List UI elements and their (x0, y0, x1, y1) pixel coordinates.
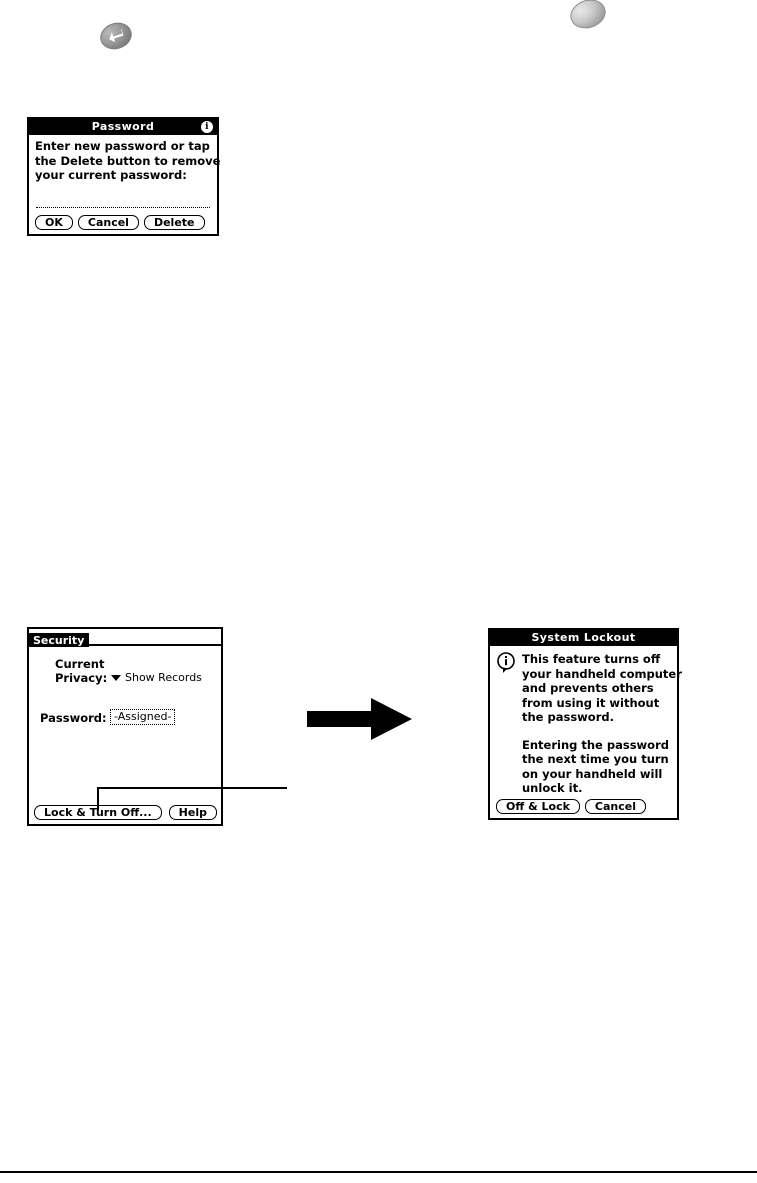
privacy-dropdown[interactable]: Show Records (111, 671, 202, 684)
password-dialog-button-row: OK Cancel Delete (35, 215, 205, 230)
system-lockout-text: This feature turns off your handheld com… (522, 652, 682, 796)
password-dialog-title: Password (91, 120, 155, 133)
right-arrow-icon (307, 698, 412, 740)
cancel-button[interactable]: Cancel (584, 799, 646, 814)
lock-and-turn-off-button[interactable]: Lock & Turn Off... (34, 805, 162, 820)
cancel-button[interactable]: Cancel (77, 215, 139, 230)
password-dialog-body-line-2: the Delete button to remove (35, 153, 221, 168)
password-dialog-titlebar: Password i (29, 119, 217, 135)
security-screen: Security Current Privacy: Show Records P… (27, 627, 223, 826)
footer-divider (0, 1171, 757, 1173)
lockout-p1-line-1: This feature turns off (522, 652, 661, 666)
password-value-field[interactable]: -Assigned- (110, 709, 176, 725)
blank-oval-icon[interactable] (566, 0, 610, 33)
security-button-row: Lock & Turn Off... Help (34, 805, 217, 820)
password-label: Password: (40, 711, 107, 725)
chevron-down-icon (111, 674, 121, 681)
password-dialog-body-line-1: Enter new password or tap (35, 139, 210, 153)
return-arrow-oval-icon[interactable] (96, 18, 136, 54)
password-dialog-body-line-3: your current password: (35, 168, 187, 182)
system-lockout-paragraph-1: This feature turns off your handheld com… (522, 652, 682, 725)
lockout-p2-line-2: the next time you turn (522, 752, 669, 766)
lockout-p2-line-3: on your handheld will (522, 766, 663, 781)
privacy-dropdown-value: Show Records (125, 671, 202, 684)
lockout-p1-line-5: the password. (522, 710, 614, 724)
help-button[interactable]: Help (168, 805, 217, 820)
system-lockout-body: This feature turns off your handheld com… (490, 646, 682, 796)
password-dialog-body: Enter new password or tap the Delete but… (29, 135, 221, 183)
system-lockout-button-row: Off & Lock Cancel (496, 799, 646, 814)
password-dialog: Password i Enter new password or tap the… (27, 117, 221, 236)
delete-button[interactable]: Delete (143, 215, 205, 230)
system-lockout-paragraph-2: Entering the password the next time you … (522, 738, 671, 796)
system-lockout-title: System Lockout (531, 631, 636, 644)
security-titlebar: Security (29, 629, 221, 647)
lockout-p1-line-3: and prevents others (522, 681, 654, 695)
info-icon (497, 652, 515, 673)
info-icon[interactable]: i (201, 121, 213, 133)
current-label: Current (55, 657, 105, 671)
security-title: Security (29, 633, 90, 647)
off-and-lock-button[interactable]: Off & Lock (496, 799, 580, 814)
system-lockout-titlebar: System Lockout (490, 630, 677, 646)
lockout-p2-line-1: Entering the password (522, 737, 669, 752)
lockout-p1-line-4: from using it without (522, 695, 660, 710)
system-lockout-dialog: System Lockout This feature turns off yo… (488, 628, 682, 820)
ok-button[interactable]: OK (35, 215, 73, 230)
lockout-p2-line-4: unlock it. (522, 781, 583, 795)
lockout-p1-line-2: your handheld computer (522, 666, 682, 681)
password-input[interactable] (36, 201, 210, 208)
privacy-label: Privacy: (55, 671, 108, 685)
